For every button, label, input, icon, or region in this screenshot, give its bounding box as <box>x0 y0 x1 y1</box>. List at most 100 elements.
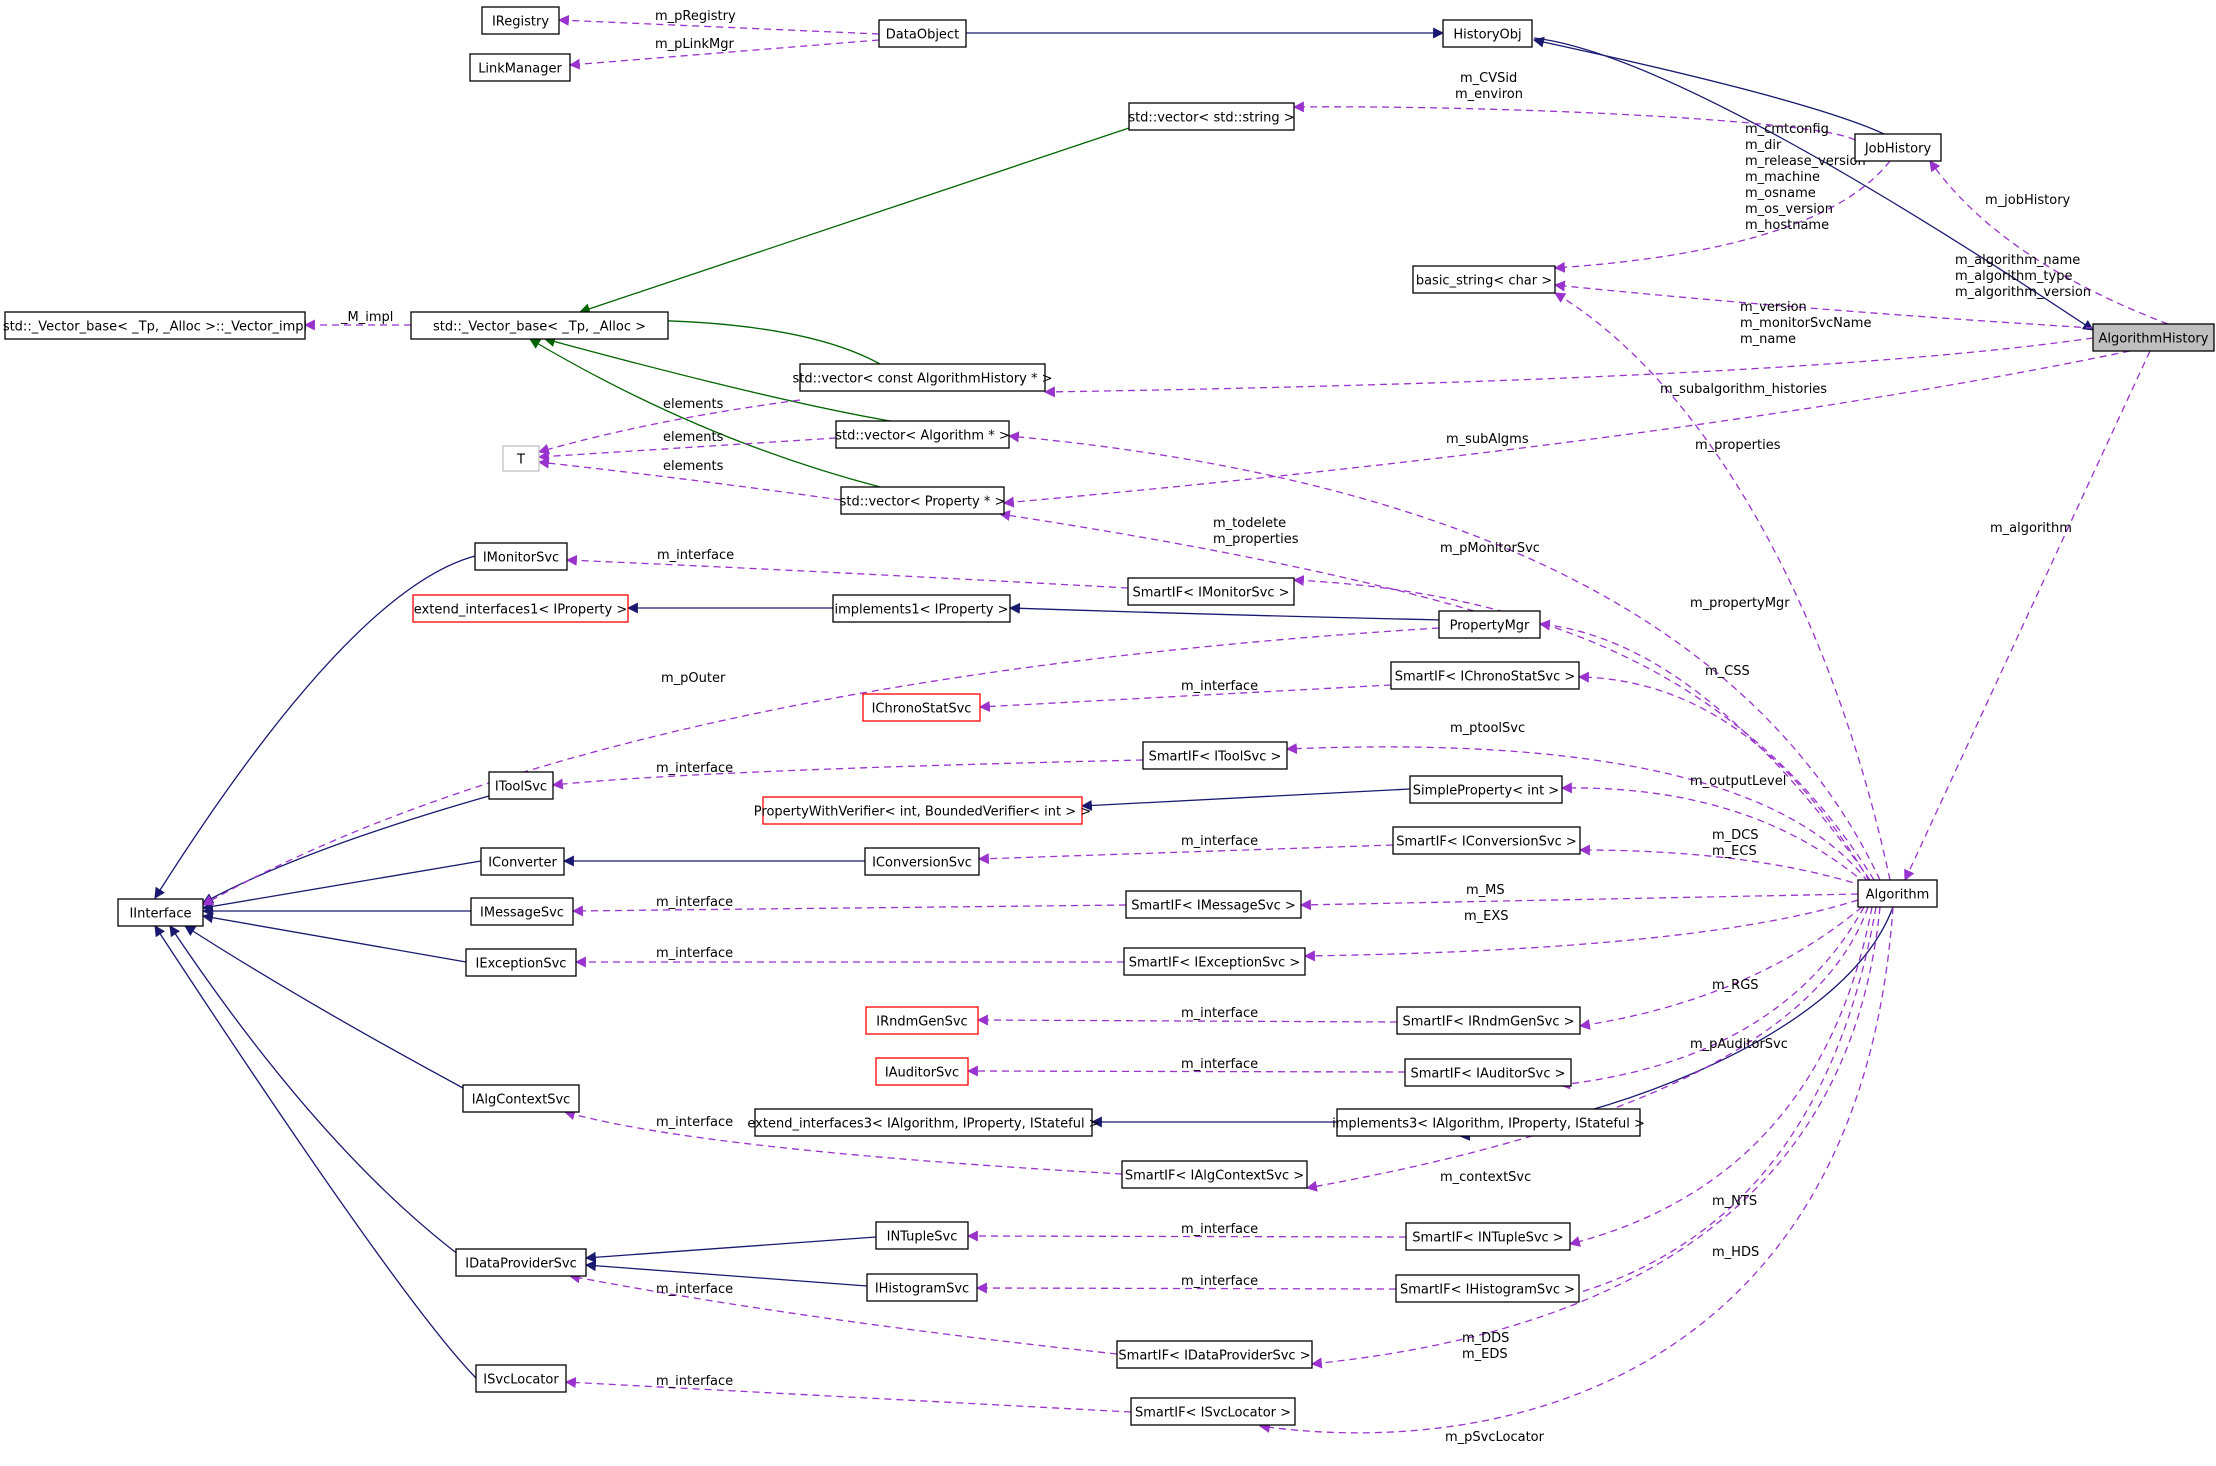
class-node-history-obj[interactable]: HistoryObj <box>1442 19 1533 48</box>
class-node-iexception-svc[interactable]: IExceptionSvc <box>465 948 577 977</box>
class-node-vec-algohist[interactable]: std::vector< const AlgorithmHistory * > <box>792 363 1053 392</box>
class-node-si-iauditor-svc[interactable]: SmartIF< IAuditorSvc > <box>1404 1058 1572 1087</box>
class-node-box <box>1438 610 1541 639</box>
class-node-label: SmartIF< IConversionSvc > <box>1396 835 1577 850</box>
class-node-box <box>862 693 981 722</box>
class-node-job-history[interactable]: JobHistory <box>1854 133 1942 162</box>
class-node-implements1[interactable]: implements1< IProperty > <box>832 594 1011 623</box>
class-node-label: IToolSvc <box>495 780 547 795</box>
class-node-label: SmartIF< IAuditorSvc > <box>1410 1067 1565 1082</box>
class-node-ialg-context-svc[interactable]: IAlgContextSvc <box>462 1084 580 1113</box>
class-node-si-iconversion-svc[interactable]: SmartIF< IConversionSvc > <box>1392 826 1581 855</box>
usage-edge-34 <box>537 457 842 501</box>
usage-edge-67 <box>1258 906 1894 1434</box>
edge-label-m-property-mgr: m_propertyMgr <box>1690 596 1790 611</box>
class-node-ichrono-stat-svc[interactable]: IChronoStatSvc <box>862 693 981 722</box>
class-node-algorithm-history[interactable]: AlgorithmHistory <box>2092 323 2215 352</box>
edge-label-m-css: m_CSS <box>1705 664 1750 679</box>
edge-label-mi-tool: m_interface <box>656 761 733 776</box>
class-node-iconverter[interactable]: IConverter <box>480 847 565 876</box>
class-node-property-with-verifier[interactable]: PropertyWithVerifier< int, BoundedVerifi… <box>754 796 1091 825</box>
class-node-label: IRegistry <box>492 15 549 30</box>
edge-label-m-subalgorithm-histories: m_subalgorithm_histories <box>1660 382 1827 397</box>
class-node-si-isvc-locator[interactable]: SmartIF< ISvcLocator > <box>1130 1397 1296 1426</box>
edge-label-m-dcs: m_DCS <box>1712 828 1759 843</box>
inheritance-edge-18 <box>154 925 477 1379</box>
class-node-vec-base[interactable]: std::_Vector_base< _Tp, _Alloc > <box>410 311 669 340</box>
class-node-irndm-gen-svc[interactable]: IRndmGenSvc <box>865 1006 979 1035</box>
class-node-label: Algorithm <box>1866 888 1930 903</box>
class-node-si-ihistogram-svc[interactable]: SmartIF< IHistogramSvc > <box>1395 1274 1580 1303</box>
class-node-si-imessage-svc[interactable]: SmartIF< IMessageSvc > <box>1125 890 1302 919</box>
class-node-si-itool-svc[interactable]: SmartIF< IToolSvc > <box>1142 741 1288 770</box>
class-node-vec-algo[interactable]: std::vector< Algorithm * > <box>835 420 1010 449</box>
class-node-label: T <box>516 453 525 468</box>
class-node-imonitor-svc[interactable]: IMonitorSvc <box>474 542 568 571</box>
edge-label-jh-strings-6: m_hostname <box>1745 218 1829 233</box>
class-node-box <box>470 897 574 926</box>
edge-label-m-nts: m_NTS <box>1712 1194 1757 1209</box>
class-node-vec-prop[interactable]: std::vector< Property * > <box>840 486 1006 515</box>
class-node-label: SmartIF< IExceptionSvc > <box>1129 956 1301 971</box>
class-node-label: IHistogramSvc <box>875 1282 969 1297</box>
class-node-iregistry[interactable]: IRegistry <box>481 6 560 35</box>
class-node-imessage-svc[interactable]: IMessageSvc <box>470 897 574 926</box>
class-node-label: std::vector< std::string > <box>1128 111 1294 126</box>
usage-edge-58 <box>563 1109 1123 1175</box>
class-node-box <box>462 1084 580 1113</box>
class-node-simple-property[interactable]: SimpleProperty< int > <box>1409 775 1563 804</box>
class-node-link-manager[interactable]: LinkManager <box>469 53 571 82</box>
class-node-si-irndm-gen-svc[interactable]: SmartIF< IRndmGenSvc > <box>1396 1006 1581 1035</box>
class-node-isvc-locator[interactable]: ISvcLocator <box>475 1364 567 1393</box>
class-node-box <box>1396 1006 1581 1035</box>
class-node-idata-provider-svc[interactable]: IDataProviderSvc <box>455 1248 587 1277</box>
edge-label-m-properties-ah: m_properties <box>1695 438 1781 453</box>
class-node-label: PropertyWithVerifier< int, BoundedVerifi… <box>754 805 1091 820</box>
usage-edge-32 <box>537 399 801 455</box>
class-node-iinterface[interactable]: IInterface <box>117 898 204 927</box>
class-node-extend-interfaces3[interactable]: extend_interfaces3< IAlgorithm, IPropert… <box>747 1108 1100 1137</box>
class-node-si-ichrono-stat-svc[interactable]: SmartIF< IChronoStatSvc > <box>1390 661 1580 690</box>
usage-edge-66 <box>564 1377 1132 1413</box>
class-node-algorithm[interactable]: Algorithm <box>1857 879 1938 908</box>
edge-label-m-p-auditor-svc: m_pAuditorSvc <box>1690 1037 1788 1052</box>
inheritance-edge-9 <box>584 1236 877 1263</box>
class-node-box <box>469 53 571 82</box>
class-node-si-iexception-svc[interactable]: SmartIF< IExceptionSvc > <box>1123 947 1306 976</box>
class-node-data-object[interactable]: DataObject <box>878 19 967 48</box>
class-node-iauditor-svc[interactable]: IAuditorSvc <box>875 1057 969 1086</box>
class-node-iconversion-svc[interactable]: IConversionSvc <box>864 847 980 876</box>
usage-edge-33 <box>537 437 837 462</box>
class-node-extend-interfaces1[interactable]: extend_interfaces1< IProperty > <box>412 594 629 623</box>
class-node-box <box>1390 661 1580 690</box>
class-node-label: IMessageSvc <box>480 906 564 921</box>
class-node-si-intuple-svc[interactable]: SmartIF< INTupleSvc > <box>1405 1222 1571 1251</box>
class-node-si-idata-provider-svc[interactable]: SmartIF< IDataProviderSvc > <box>1116 1340 1313 1369</box>
inheritance-edge-17 <box>169 925 464 1259</box>
usage-edge-23 <box>557 14 880 35</box>
class-node-vec-base-impl[interactable]: std::_Vector_base< _Tp, _Alloc >::_Vecto… <box>3 311 307 340</box>
class-node-label: SmartIF< IMonitorSvc > <box>1132 586 1289 601</box>
class-node-si-ialg-context-svc[interactable]: SmartIF< IAlgContextSvc > <box>1121 1160 1308 1189</box>
inheritance-edge-11 <box>154 555 476 899</box>
class-node-box <box>1442 19 1533 48</box>
class-node-basic-string[interactable]: basic_string< char > <box>1412 265 1556 294</box>
class-node-si-imonitor-svc[interactable]: SmartIF< IMonitorSvc > <box>1127 577 1295 606</box>
class-node-label: std::vector< Algorithm * > <box>835 429 1009 444</box>
usage-edge-64 <box>568 1272 1118 1355</box>
edge-label-m-p-link-mgr: m_pLinkMgr <box>655 37 735 52</box>
class-node-ihistogram-svc[interactable]: IHistogramSvc <box>866 1273 978 1302</box>
usage-edge-39 <box>565 554 1129 589</box>
class-node-t[interactable]: T <box>502 445 540 472</box>
class-node-label: LinkManager <box>478 62 562 77</box>
edge-label-m-ms: m_MS <box>1466 883 1505 898</box>
inheritance-edge-12 <box>202 795 490 904</box>
class-node-property-mgr[interactable]: PropertyMgr <box>1438 610 1541 639</box>
class-node-label: IInterface <box>129 907 191 922</box>
class-node-vec-string[interactable]: std::vector< std::string > <box>1128 102 1295 131</box>
class-node-itool-svc[interactable]: IToolSvc <box>488 771 554 800</box>
class-node-implements3[interactable]: implements3< IAlgorithm, IProperty, ISta… <box>1332 1108 1645 1137</box>
class-node-intuple-svc[interactable]: INTupleSvc <box>875 1221 969 1250</box>
